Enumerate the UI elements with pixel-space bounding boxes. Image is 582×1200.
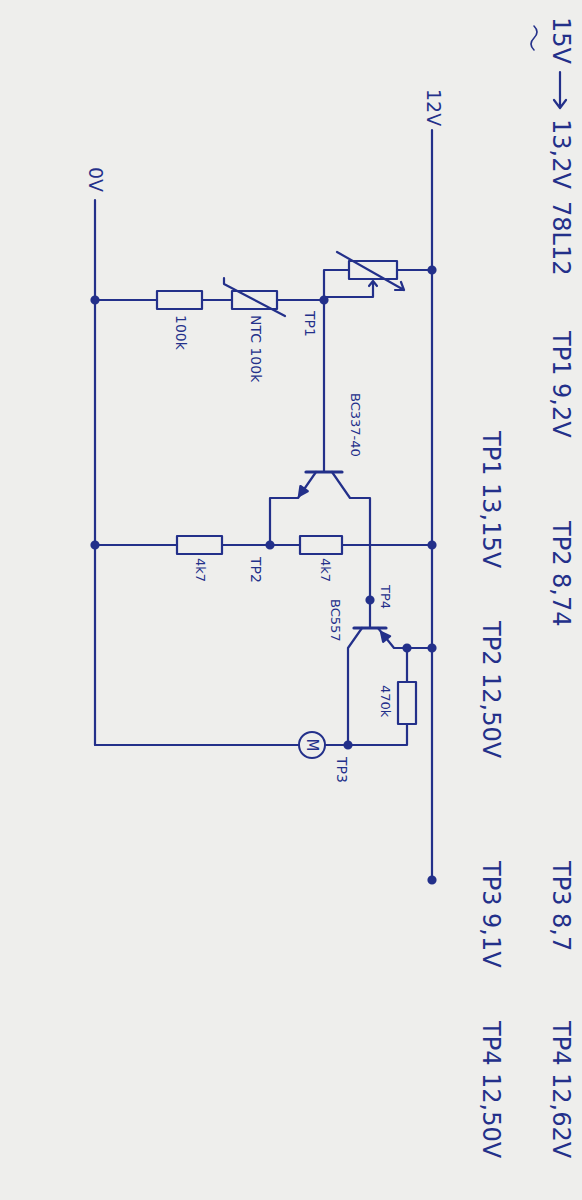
wire <box>95 299 157 301</box>
motor-circle: M <box>298 731 326 759</box>
schematic-label: TP3 9,1V <box>476 860 504 969</box>
wire <box>397 269 432 271</box>
terminal-dot <box>429 877 436 884</box>
schematic-label: TP1 9,2V <box>546 330 574 439</box>
schematic-label: TP4 12,62V <box>546 1020 574 1159</box>
thermistor-slash <box>224 278 285 316</box>
wire <box>324 270 349 300</box>
schematic-label: TP2 12,50V <box>476 620 504 759</box>
emitter-arrow <box>381 632 390 642</box>
schematic-label: TP2 <box>248 556 264 584</box>
emitter-arrow <box>299 486 308 496</box>
schematic-label: 100k <box>173 314 189 351</box>
schematic-label: TP1 13,15V <box>476 430 504 569</box>
schematic-label: 0V <box>84 166 106 193</box>
schematic-label: 4k7 <box>192 557 207 583</box>
wire <box>277 299 324 301</box>
resistor-symbol <box>157 291 202 309</box>
schematic-label: 78L12 <box>546 200 574 276</box>
wire <box>222 544 270 546</box>
schematic-label: TP4 <box>377 584 392 610</box>
schematic-label: 12V <box>422 88 444 127</box>
wire <box>95 744 298 746</box>
schematic-label: 15V <box>546 16 574 65</box>
schematic-label: BC337-40 <box>347 392 362 458</box>
wire <box>406 648 408 682</box>
schematic-label: TP3 <box>334 756 350 784</box>
resistor-symbol <box>177 536 222 554</box>
supply-rail <box>431 130 433 880</box>
ground-rail <box>94 200 96 745</box>
wire <box>202 299 232 301</box>
schematic-label: BC557 <box>327 598 342 643</box>
resistor-symbol <box>398 682 416 724</box>
motor-label: M <box>305 739 320 752</box>
schematic-label: TP1 <box>302 310 318 338</box>
schematic-label: 470k <box>377 684 392 718</box>
transistor-base-bar <box>306 470 342 473</box>
wire <box>348 724 407 745</box>
schematic-label: TP2 8,74 <box>546 520 574 627</box>
header-arrow <box>554 72 566 108</box>
emitter-wire <box>270 472 316 545</box>
wire <box>95 544 177 546</box>
ink-mark <box>531 26 537 50</box>
schematic-label: NTC 100k <box>248 314 264 383</box>
schematic-label: TP4 12,50V <box>476 1020 504 1159</box>
collector-wire <box>326 628 362 745</box>
test-point-dot <box>367 597 374 604</box>
wiper-lead <box>324 281 377 297</box>
wire <box>342 544 432 546</box>
resistor-symbol <box>300 536 342 554</box>
base-wire <box>323 300 325 472</box>
transistor-base-bar <box>354 626 386 629</box>
schematic-label: 13,2V <box>546 118 574 190</box>
schematic-label: TP3 8,7 <box>546 860 574 952</box>
schematic-label: 4k7 <box>317 557 332 583</box>
